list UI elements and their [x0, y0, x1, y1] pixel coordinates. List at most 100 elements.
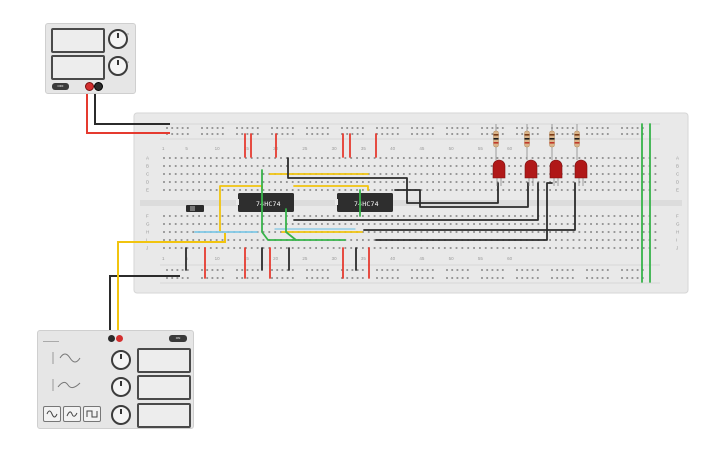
hole[interactable]: [642, 215, 645, 217]
hole[interactable]: [596, 157, 598, 159]
hole[interactable]: [572, 223, 575, 225]
hole[interactable]: [373, 157, 376, 159]
hole[interactable]: [549, 157, 551, 159]
rail-hole[interactable]: [381, 269, 384, 271]
hole[interactable]: [262, 223, 265, 225]
hole[interactable]: [514, 223, 516, 225]
hole[interactable]: [192, 181, 195, 183]
hole[interactable]: [508, 165, 511, 167]
hole[interactable]: [332, 181, 335, 183]
hole[interactable]: [438, 189, 440, 191]
hole[interactable]: [245, 215, 247, 217]
rail-hole[interactable]: [461, 277, 464, 279]
hole[interactable]: [438, 157, 440, 159]
hole[interactable]: [543, 165, 546, 167]
hole[interactable]: [356, 247, 358, 249]
hole[interactable]: [455, 181, 458, 183]
hole[interactable]: [356, 189, 358, 191]
hole[interactable]: [163, 231, 165, 233]
hole[interactable]: [367, 231, 370, 233]
hole[interactable]: [391, 157, 394, 159]
rail-hole[interactable]: [386, 133, 389, 135]
hole[interactable]: [566, 231, 569, 233]
rail-hole[interactable]: [236, 277, 238, 279]
hole[interactable]: [432, 157, 434, 159]
hole[interactable]: [508, 223, 511, 225]
rail-hole[interactable]: [356, 277, 359, 279]
hole[interactable]: [490, 181, 493, 183]
hole[interactable]: [631, 165, 633, 167]
hole[interactable]: [461, 157, 464, 159]
hole[interactable]: [549, 181, 551, 183]
hole[interactable]: [519, 165, 522, 167]
rail-hole[interactable]: [376, 127, 378, 129]
hole[interactable]: [233, 173, 236, 175]
rail-hole[interactable]: [241, 127, 244, 129]
hole[interactable]: [204, 157, 206, 159]
rail-hole[interactable]: [241, 133, 244, 135]
rail-hole[interactable]: [421, 277, 424, 279]
hole[interactable]: [198, 239, 200, 241]
hole[interactable]: [285, 189, 288, 191]
hole[interactable]: [192, 231, 195, 233]
hole[interactable]: [578, 215, 581, 217]
hole[interactable]: [192, 247, 195, 249]
hole[interactable]: [209, 157, 212, 159]
hole[interactable]: [326, 223, 329, 225]
hole[interactable]: [163, 165, 165, 167]
hole[interactable]: [461, 231, 464, 233]
hole[interactable]: [584, 157, 587, 159]
hole[interactable]: [309, 181, 312, 183]
rail-hole[interactable]: [361, 133, 364, 135]
hole[interactable]: [473, 215, 475, 217]
hole[interactable]: [332, 247, 335, 249]
hole[interactable]: [408, 247, 411, 249]
rail-hole[interactable]: [246, 133, 249, 135]
rail-hole[interactable]: [451, 277, 454, 279]
hole[interactable]: [168, 239, 171, 241]
rail-hole[interactable]: [531, 133, 534, 135]
hole[interactable]: [285, 247, 288, 249]
hole[interactable]: [455, 157, 458, 159]
hole[interactable]: [233, 239, 236, 241]
rail-hole[interactable]: [411, 127, 413, 129]
hole[interactable]: [443, 247, 446, 249]
rail-hole[interactable]: [206, 133, 209, 135]
hole[interactable]: [274, 223, 277, 225]
hole[interactable]: [204, 181, 206, 183]
hole[interactable]: [338, 215, 341, 217]
hole[interactable]: [221, 239, 224, 241]
hole[interactable]: [426, 181, 429, 183]
hole[interactable]: [467, 181, 470, 183]
rail-hole[interactable]: [341, 277, 343, 279]
hole[interactable]: [280, 157, 282, 159]
hole[interactable]: [408, 231, 411, 233]
hole[interactable]: [590, 173, 592, 175]
rail-hole[interactable]: [551, 269, 553, 271]
rail-hole[interactable]: [361, 127, 364, 129]
hole[interactable]: [613, 181, 616, 183]
hole[interactable]: [198, 247, 200, 249]
rail-hole[interactable]: [556, 127, 559, 129]
rail-hole[interactable]: [201, 277, 203, 279]
hole[interactable]: [385, 223, 388, 225]
rail-hole[interactable]: [256, 277, 259, 279]
rail-hole[interactable]: [256, 133, 259, 135]
hole[interactable]: [601, 157, 604, 159]
hole[interactable]: [631, 173, 633, 175]
rail-hole[interactable]: [206, 277, 209, 279]
rail-hole[interactable]: [491, 127, 494, 129]
rail-hole[interactable]: [356, 269, 359, 271]
hole[interactable]: [590, 165, 592, 167]
hole[interactable]: [262, 215, 265, 217]
hole[interactable]: [508, 247, 511, 249]
rail-hole[interactable]: [251, 133, 254, 135]
chip-74hc74-1[interactable]: 74HC74: [236, 193, 294, 212]
rail-hole[interactable]: [531, 269, 534, 271]
hole[interactable]: [438, 247, 440, 249]
rail-hole[interactable]: [536, 277, 539, 279]
hole[interactable]: [566, 173, 569, 175]
rail-hole[interactable]: [281, 127, 284, 129]
rail-hole[interactable]: [431, 277, 434, 279]
rail-hole[interactable]: [466, 127, 469, 129]
